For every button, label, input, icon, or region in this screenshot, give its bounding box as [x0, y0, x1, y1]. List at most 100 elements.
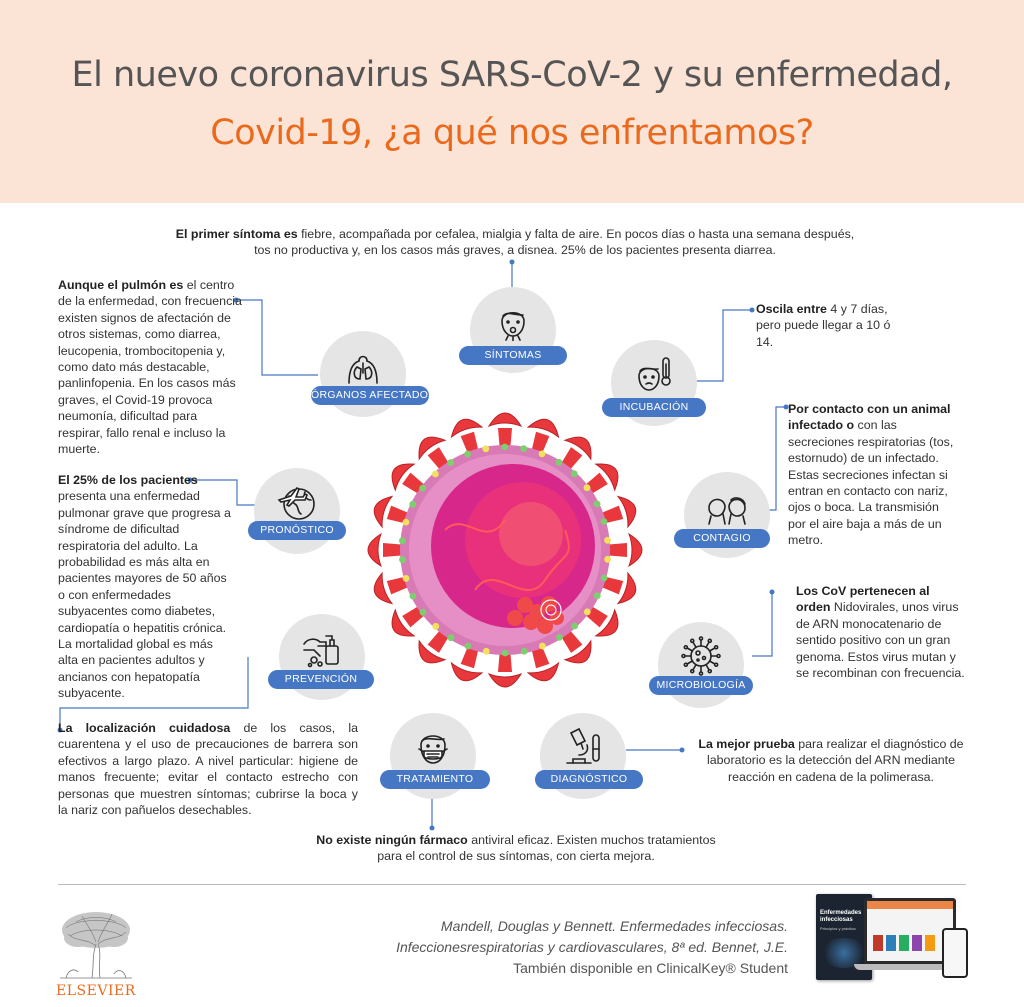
- pronostico-text-2: La mortalidad global es más alta en paci…: [58, 637, 213, 701]
- pronostico-description: El 25% de los pacientes presenta una enf…: [58, 472, 236, 702]
- tratamiento-label: TRATAMIENTO: [380, 770, 490, 789]
- book-cover-subtitle: Principios y práctica: [820, 926, 856, 931]
- virus-knob: [583, 608, 591, 616]
- virus-knob: [555, 458, 563, 466]
- virus-knob: [419, 484, 427, 492]
- virus-knob: [482, 445, 490, 453]
- microscope-icon: [566, 727, 600, 764]
- virus-knob: [399, 537, 406, 545]
- microbiologia-description: Los CoV pertenecen al orden Nidovirales,…: [796, 583, 966, 681]
- book-credit: Mandell, Douglas y Bennett. Enfermedades…: [396, 916, 788, 979]
- incubacion-text: 4 y 7 días, pero puede llegar a 10 ó 14.: [756, 302, 891, 349]
- virus-knob: [571, 622, 578, 630]
- virus-knob: [593, 500, 601, 508]
- diagnostico-label: DIAGNÓSTICO: [535, 770, 643, 789]
- virus-knob: [520, 445, 528, 453]
- microbiologia-lead: Los CoV pertenecen al orden: [796, 584, 930, 615]
- diagnostico-text: para realizar el diagnóstico de laborato…: [707, 737, 964, 784]
- virus-knob: [432, 622, 440, 630]
- handwash-icon: [303, 635, 339, 668]
- virus-knob: [402, 518, 410, 526]
- credit-line-1: Mandell, Douglas y Bennett. Enfermedades…: [440, 918, 788, 934]
- organos-lead: Aunque el pulmón es: [58, 278, 184, 292]
- virus-knob: [570, 470, 578, 478]
- prevencion-label: PREVENCIÓN: [268, 670, 374, 689]
- tratamiento-text: antiviral eficaz. Existen muchos tratami…: [377, 833, 716, 864]
- header-banner: El nuevo coronavirus SARS-CoV-2 y su enf…: [0, 0, 1024, 203]
- elsevier-tree-logo: [60, 912, 132, 979]
- prevencion-lead: La localización cuidadosa: [58, 721, 231, 735]
- microbiologia-circle: [658, 622, 744, 708]
- devices-mockup: Enfermedades infecciosas Principios y pr…: [814, 894, 972, 998]
- virus-knob: [399, 556, 406, 564]
- organos-text: el centro de la enfermedad, con frecuenc…: [58, 278, 242, 457]
- title-line-1: El nuevo coronavirus SARS-CoV-2 y su enf…: [71, 55, 953, 95]
- coronavirus-illustration: [367, 412, 643, 688]
- tratamiento-lead: No existe ningún fármaco: [316, 833, 468, 847]
- virus-knob: [501, 649, 509, 657]
- virus-knob: [501, 443, 509, 451]
- lungs-icon: [348, 355, 378, 384]
- laptop-base: [854, 964, 966, 970]
- virus-knob: [447, 459, 454, 466]
- organos-description: Aunque el pulmón es el centro de la enfe…: [58, 277, 244, 457]
- microbiologia-label: MICROBIOLOGÍA: [649, 676, 753, 695]
- book-cover-title: Enfermedades infecciosas: [820, 910, 862, 923]
- incubacion-label: INCUBACIÓN: [602, 398, 706, 417]
- virus-knob: [604, 536, 611, 544]
- virus-knob: [419, 608, 427, 616]
- virus-knob: [604, 555, 611, 563]
- sintomas-label: SÍNTOMAS: [459, 346, 567, 365]
- face-thermometer-icon: [638, 357, 671, 391]
- pronostico-text: presenta una enfermedad pulmonar grave q…: [58, 489, 231, 635]
- diagnostico-lead: La mejor prueba: [698, 737, 795, 751]
- virus-knob: [538, 450, 546, 458]
- prevencion-text: de los casos, la cuarentena y el uso de …: [58, 721, 358, 818]
- sintomas-lead: El primer síntoma es: [175, 227, 298, 241]
- contagio-lead: Por contacto con un animal infectado o: [788, 402, 951, 433]
- incubacion-lead: Oscila entre: [756, 302, 827, 316]
- virus-knob: [600, 574, 608, 582]
- sintomas-text: fiebre, acompañada por cefalea, mialgia …: [254, 227, 855, 258]
- pronostico-circle: [254, 468, 340, 554]
- globe-plane-icon: [277, 486, 315, 520]
- sintomas-description: El primer síntoma es fiebre, acompañada …: [170, 226, 860, 259]
- diagnostico-description: La mejor prueba para realizar el diagnós…: [692, 736, 970, 785]
- microbiologia-text: Nidovirales, unos virus de ARN monocaten…: [796, 600, 965, 681]
- footer-divider: [58, 884, 966, 885]
- pronostico-label: PRONÓSTICO: [248, 521, 346, 540]
- sick-face-icon: [501, 311, 525, 341]
- book-cover: Enfermedades infecciosas Principios y pr…: [816, 894, 872, 980]
- elsevier-wordmark: ELSEVIER: [56, 983, 136, 999]
- virus-knob: [409, 500, 417, 508]
- virus-knob: [583, 484, 591, 492]
- contagio-description: Por contacto con un animal infectado o c…: [788, 401, 960, 549]
- laptop-screen: [864, 898, 956, 964]
- prevencion-description: La localización cuidadosa de los casos, …: [58, 720, 358, 818]
- virus-knob: [402, 575, 410, 582]
- phone: [942, 928, 968, 978]
- incubacion-description: Oscila entre 4 y 7 días, pero puede lleg…: [756, 301, 906, 350]
- credit-line-2: Infeccionesrespiratorias y cardiovascula…: [396, 939, 788, 955]
- virus-knob: [409, 592, 417, 600]
- virus-knob: [600, 518, 608, 525]
- virus-knob: [556, 634, 563, 641]
- virus-knob: [447, 634, 455, 642]
- mask-face-icon: [418, 735, 448, 764]
- pronostico-lead: El 25% de los pacientes: [58, 473, 198, 487]
- title-line-2: Covid-19, ¿a qué nos enfrentamos?: [210, 113, 814, 153]
- virus-icon: [681, 636, 721, 676]
- virus-knob: [539, 642, 546, 650]
- organos-label: ÓRGANOS AFECTADOS: [311, 386, 435, 405]
- tratamiento-description: No existe ningún fármaco antiviral efica…: [310, 832, 722, 865]
- virus-knob: [593, 592, 601, 600]
- virus-knob: [482, 647, 490, 655]
- contagio-text: con las secreciones respiratorias (tos, …: [788, 418, 954, 548]
- virus-knob: [432, 470, 439, 478]
- contagio-label: CONTAGIO: [674, 529, 770, 548]
- virus-knob: [520, 647, 528, 655]
- virus-knob: [464, 642, 472, 650]
- two-people-icon: [708, 497, 746, 525]
- virus-knob: [464, 450, 471, 458]
- credit-line-3: También disponible en ClinicalKey® Stude…: [513, 960, 788, 976]
